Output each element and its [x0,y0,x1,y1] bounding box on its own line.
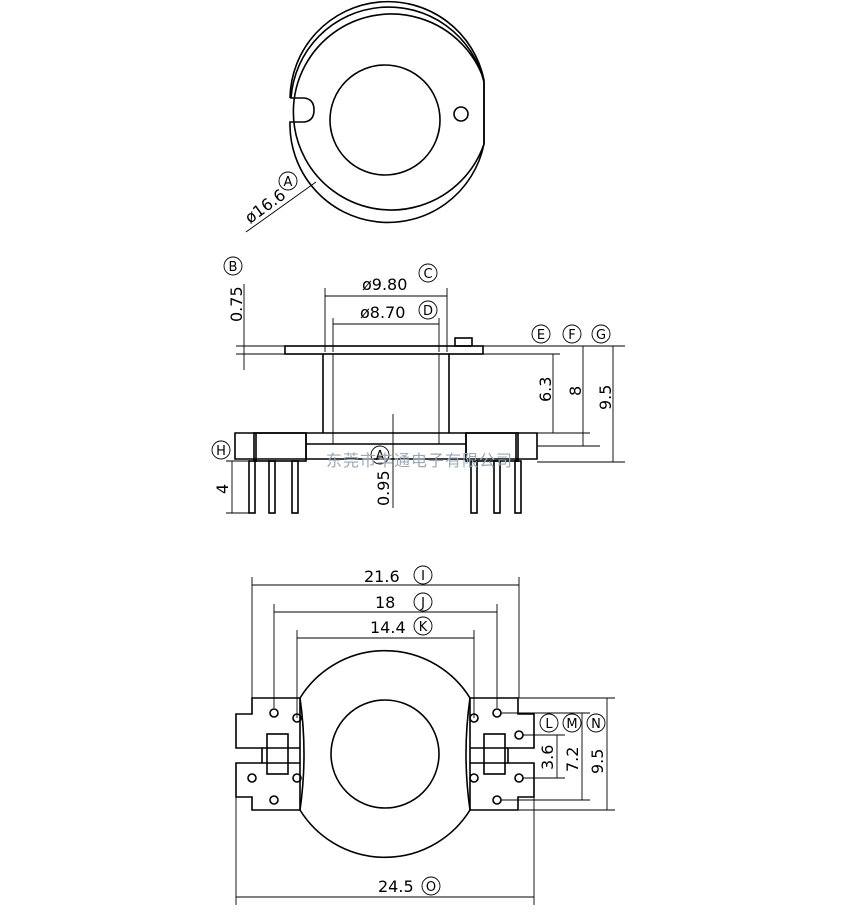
bottom-view: 21.6 I 18 J 14.4 K [235,565,615,905]
dim-height-f: 8 [566,386,585,396]
dia-leader [245,181,317,233]
svg-text:K: K [419,620,428,635]
callout-e: E [531,324,551,344]
dim-width-i: 21.6 [364,567,400,586]
svg-text:D: D [423,304,433,319]
svg-text:A: A [376,449,385,464]
svg-text:J: J [420,596,425,611]
callout-b: B [223,256,243,276]
dim-pitch-l: 3.6 [538,745,557,770]
callout-l: L [539,713,559,733]
svg-text:M: M [566,717,577,732]
svg-text:B: B [229,260,238,275]
top-core-hole [329,64,441,176]
side-locating-pin [454,337,473,347]
dim-pin-length: 4 [213,484,232,494]
callout-d: D [418,300,438,320]
svg-text:F: F [568,328,575,343]
callout-j: J [413,592,433,612]
top-locating-hole [453,106,469,122]
svg-text:C: C [423,267,432,282]
svg-text:E: E [537,328,545,343]
callout-f: F [562,324,582,344]
dim-width-j: 18 [375,593,395,612]
callout-c: C [418,263,438,283]
callout-a-top: A [278,171,298,191]
dim-pitch-m: 7.2 [563,747,582,772]
top-flange-outline [289,0,485,211]
callout-k: K [413,616,433,636]
dim-flange-thk: 0.75 [227,286,246,322]
left-window [266,733,289,775]
watermark-text: 东莞市丰通电子有限公司 [326,451,513,470]
side-pins-left [248,460,299,514]
callout-o: O [421,876,441,896]
side-view: ø9.80 C ø8.70 D [211,256,625,514]
dim-base-thk: 0.95 [374,470,393,506]
top-view: ø16.6 A [241,0,485,233]
dim-dia-c: ø9.80 [362,275,407,294]
svg-text:I: I [421,569,425,584]
left-pin-holes [247,708,302,805]
callout-a-side: A [370,445,390,465]
dim-pitch-n: 9.5 [588,749,607,774]
bottom-core-hole [330,699,440,809]
side-pins-right [470,460,522,514]
svg-text:L: L [545,717,553,732]
callout-g: G [591,324,611,344]
dim-dia-d: ø8.70 [360,303,405,322]
side-base [234,432,538,460]
bottom-pin-block-right [469,697,535,811]
bottom-body [299,649,471,859]
bottom-pin-block-left [235,697,301,811]
right-pin-holes [469,708,524,805]
callout-m: M [562,713,582,733]
side-flange [284,345,484,355]
callout-n: N [586,713,606,733]
dim-height-e: 6.3 [536,377,555,402]
svg-text:H: H [216,444,226,459]
dim-height-g: 9.5 [596,385,615,410]
dim-width-o: 24.5 [378,877,414,896]
top-flange-profile [289,6,485,224]
callout-h: H [211,440,231,460]
svg-text:G: G [596,328,606,343]
dim-width-k: 14.4 [370,618,406,637]
right-window [483,733,506,775]
svg-text:A: A [284,175,293,190]
svg-text:N: N [591,717,601,732]
callout-i: I [413,565,433,585]
svg-text:O: O [426,880,436,895]
